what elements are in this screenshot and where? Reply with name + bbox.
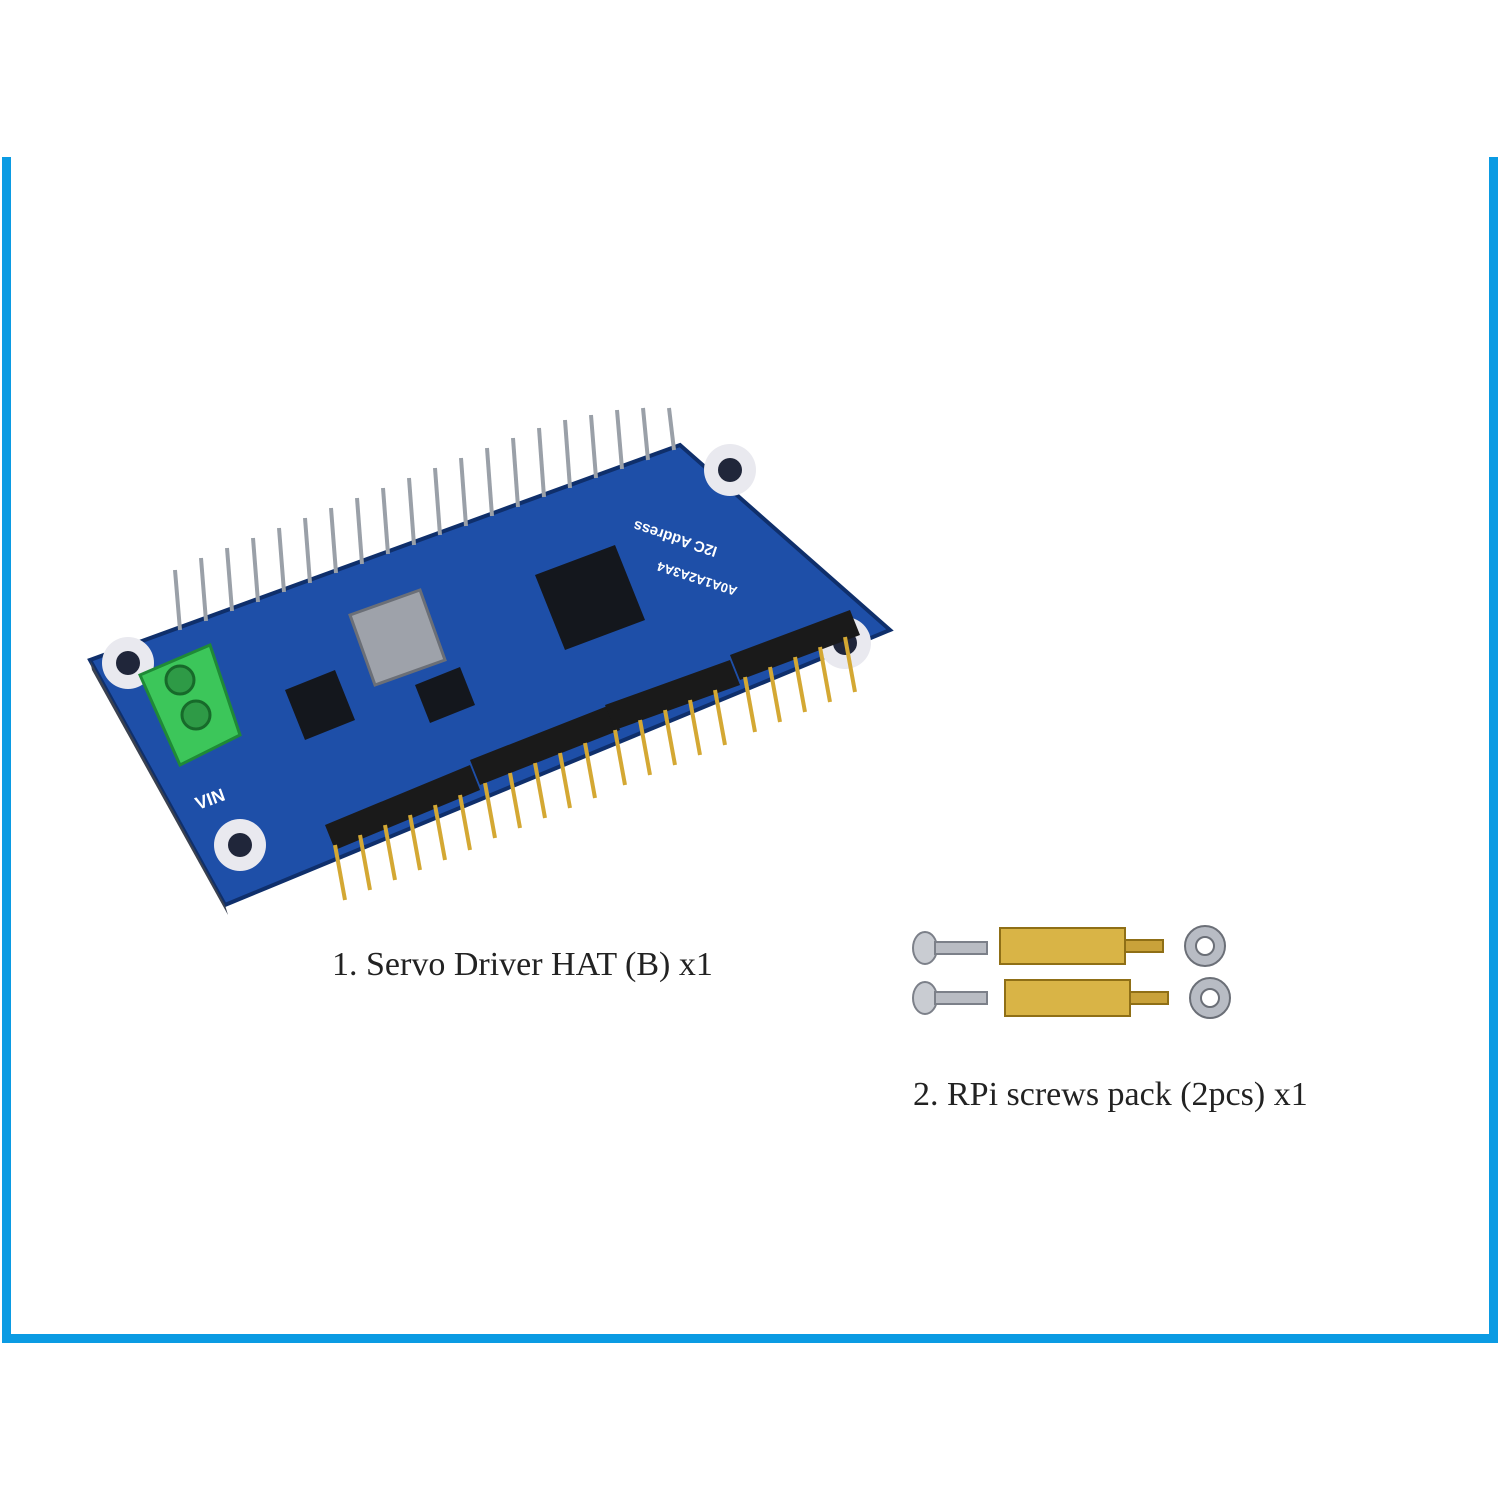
servo-driver-board-image: VIN I2C Address A0A1A2A3A4 — [87, 407, 894, 915]
page-title: Package Content — [510, 217, 990, 290]
item-label-screws-pack: 2. RPi screws pack (2pcs) x1 — [913, 1076, 1308, 1113]
item-label-servo-driver-hat: 1. Servo Driver HAT (B) x1 — [332, 946, 713, 983]
screw-row-1 — [912, 925, 1226, 967]
screws-pack-image — [912, 925, 1231, 1019]
screw-row-2 — [912, 977, 1231, 1019]
